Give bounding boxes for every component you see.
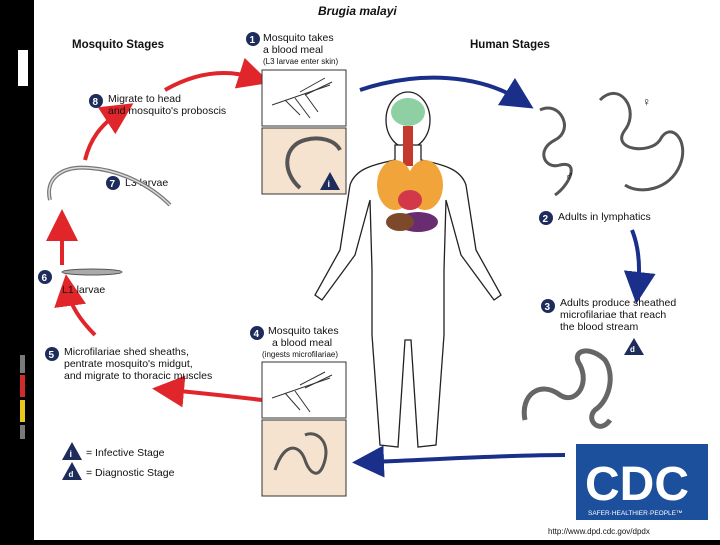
svg-text:(ingests microfilariae): (ingests microfilariae) — [262, 350, 338, 359]
arrow-4-to-5 — [152, 375, 263, 408]
cdc-logo: CDC SAFER·HEALTHIER·PEOPLE™ — [576, 444, 708, 520]
male-symbol: ♂ — [565, 169, 574, 183]
svg-text:1: 1 — [250, 35, 256, 46]
svg-text:d: d — [69, 470, 74, 479]
deco-red-bar — [20, 375, 25, 397]
female-symbol: ♀ — [642, 95, 651, 109]
svg-text:d: d — [630, 345, 635, 354]
svg-text:i: i — [328, 179, 331, 189]
legend-infective-label: = Infective Stage — [86, 447, 165, 459]
adult-worm-female — [598, 92, 685, 192]
step-1: 1 Mosquito takes a blood meal (L3 larvae… — [246, 32, 338, 66]
arrow-8-to-1 — [164, 57, 271, 92]
svg-text:4: 4 — [254, 329, 260, 340]
legend: i = Infective Stage d = Diagnostic Stage — [62, 442, 175, 480]
svg-text:Mosquito takes: Mosquito takes — [268, 325, 339, 337]
svg-text:3: 3 — [545, 302, 551, 313]
l3-larva-mosquito-inner — [48, 166, 171, 206]
diagram-title: Brugia malayi — [318, 4, 397, 18]
svg-text:2: 2 — [543, 214, 549, 225]
mosquito-illustration-2 — [271, 371, 333, 413]
svg-text:Adults in lymphatics: Adults in lymphatics — [558, 211, 651, 223]
arrow-2-to-3 — [623, 229, 656, 304]
svg-text:Migrate to head: Migrate to head — [108, 93, 181, 105]
mosquito-bite-image-1 — [261, 69, 347, 127]
svg-text:the blood stream: the blood stream — [560, 321, 638, 333]
left-black-bar — [0, 0, 34, 540]
arrow-3-to-4 — [352, 445, 566, 478]
legend-infective-icon — [62, 442, 82, 460]
svg-text:CDC: CDC — [585, 458, 689, 511]
microfilaria-worm — [273, 432, 328, 475]
step-6: 6 L1 larvae — [38, 270, 105, 296]
step-2: 2 Adults in lymphatics — [539, 211, 651, 225]
source-url: http://www.dpd.cdc.gov/dpdx — [548, 527, 650, 536]
svg-text:Microfilariae shed sheaths,: Microfilariae shed sheaths, — [64, 346, 189, 358]
deco-gray-bar — [20, 355, 25, 373]
step-3: 3 Adults produce sheathed microfilariae … — [541, 297, 676, 333]
mosquito-illustration-1 — [271, 77, 333, 119]
adult-worm-male — [539, 106, 573, 197]
svg-text:Adults produce sheathed: Adults produce sheathed — [560, 297, 676, 309]
svg-text:(L3 larvae enter skin): (L3 larvae enter skin) — [263, 57, 338, 66]
arrow-5-to-6 — [54, 274, 97, 337]
mosquito-stages-heading: Mosquito Stages — [72, 39, 164, 51]
arrow-7-to-8 — [83, 103, 134, 161]
diagnostic-badge-3: d — [624, 338, 644, 355]
svg-text:microfilariae that reach: microfilariae that reach — [560, 309, 666, 321]
human-organs — [377, 98, 443, 232]
svg-text:6: 6 — [42, 273, 48, 284]
deco-yellow-bar — [20, 400, 25, 422]
svg-text:7: 7 — [110, 179, 116, 190]
svg-text:pentrate mosquito's midgut,: pentrate mosquito's midgut, — [64, 358, 193, 370]
life-cycle-diagram: Brugia malayi Mosquito Stages Human Stag… — [38, 4, 708, 536]
svg-text:Mosquito takes: Mosquito takes — [263, 32, 334, 44]
svg-text:and migrate to thoracic muscle: and migrate to thoracic muscles — [64, 370, 212, 382]
legend-diagnostic-icon — [62, 462, 82, 480]
svg-text:5: 5 — [49, 350, 55, 361]
arrow-1-to-2 — [359, 75, 534, 109]
human-stages-heading: Human Stages — [470, 39, 550, 51]
l1-larva — [61, 268, 123, 276]
svg-text:a blood meal: a blood meal — [272, 337, 332, 349]
svg-text:L1 larvae: L1 larvae — [62, 284, 105, 296]
step-8: 8 Migrate to head and mosquito's probosc… — [89, 93, 226, 117]
legend-diagnostic-label: = Diagnostic Stage — [86, 467, 175, 479]
svg-text:a blood meal: a blood meal — [263, 44, 323, 56]
step-4: 4 Mosquito takes a blood meal (ingests m… — [250, 325, 339, 359]
mosquito-bite-image-2 — [261, 361, 347, 419]
deco-white-block — [18, 50, 28, 86]
infective-badge-1: i — [320, 172, 340, 190]
svg-text:SAFER·HEALTHIER·PEOPLE™: SAFER·HEALTHIER·PEOPLE™ — [588, 510, 683, 517]
l3-larva-worm — [285, 136, 342, 190]
svg-text:i: i — [70, 449, 73, 459]
deco-gray-bar-2 — [20, 425, 25, 439]
sheathed-microfilaria — [521, 348, 613, 429]
step-5: 5 Microfilariae shed sheaths, pentrate m… — [45, 346, 212, 382]
diagram-panel: Brugia malayi Mosquito Stages Human Stag… — [34, 0, 720, 540]
svg-text:8: 8 — [93, 97, 99, 108]
svg-text:and mosquito's proboscis: and mosquito's proboscis — [108, 105, 226, 117]
